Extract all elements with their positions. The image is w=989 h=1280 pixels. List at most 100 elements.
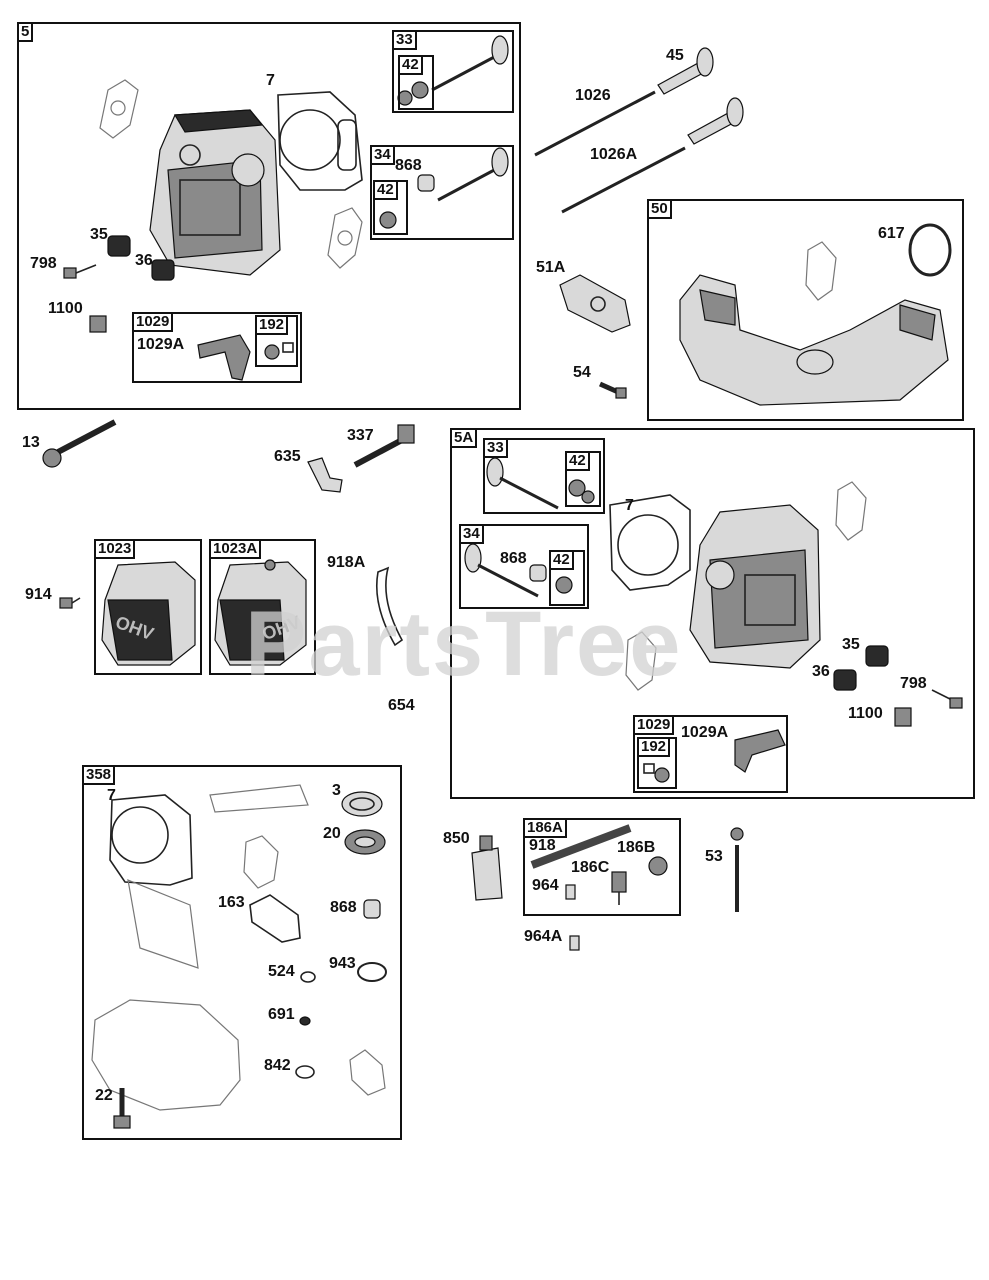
cover-gasket-large[interactable]: [127, 879, 199, 969]
callout-868b: 868: [500, 550, 527, 567]
fitting-186B[interactable]: [648, 856, 668, 876]
oring-943[interactable]: [357, 962, 387, 982]
bolt-13[interactable]: [42, 419, 117, 468]
bolt-22[interactable]: [113, 1088, 131, 1129]
box-192-tag: 192: [255, 315, 289, 335]
nut-192b[interactable]: [643, 763, 670, 783]
valve-cover-gasket[interactable]: [209, 784, 309, 813]
box-33: [392, 30, 514, 113]
box-42b-tag: 42: [373, 180, 398, 200]
gasket-small-5a[interactable]: [99, 79, 139, 139]
valve-34s[interactable]: [464, 543, 539, 598]
box-1029s: [633, 715, 788, 793]
cap-964[interactable]: [565, 884, 576, 900]
seal-868c[interactable]: [363, 899, 381, 919]
callout-35b: 35: [842, 636, 860, 653]
gasket-617[interactable]: [908, 223, 952, 277]
head-gasket-7c[interactable]: [109, 794, 193, 886]
callout-654: 654: [388, 697, 415, 714]
seal-3[interactable]: [341, 791, 383, 817]
nut-1100b[interactable]: [894, 707, 912, 727]
callout-35a: 35: [90, 226, 108, 243]
rocker-arm-1029a[interactable]: [197, 334, 251, 381]
crankcase-gasket[interactable]: [91, 999, 241, 1111]
oring-524[interactable]: [300, 971, 316, 983]
box-33-tag: 33: [392, 30, 417, 50]
valve-33s[interactable]: [486, 457, 559, 510]
hose-918[interactable]: [530, 824, 632, 869]
screw-54[interactable]: [598, 381, 627, 399]
keeper-42s[interactable]: [568, 479, 586, 497]
callout-7c: 7: [107, 787, 116, 804]
gasket-51A[interactable]: [559, 274, 631, 333]
screw-798b[interactable]: [931, 689, 963, 709]
gasket-small-50[interactable]: [805, 241, 837, 301]
valve-45[interactable]: [657, 47, 714, 95]
callout-964A: 964A: [524, 928, 563, 945]
breather-hose-918A[interactable]: [375, 566, 404, 647]
keeper-42s-b[interactable]: [581, 490, 595, 504]
fitting-186C[interactable]: [611, 871, 627, 905]
gasket-small-5b[interactable]: [327, 207, 363, 269]
valve-cover-1023[interactable]: [101, 561, 196, 666]
spring-36b[interactable]: [833, 669, 857, 691]
cylinder-head-5A[interactable]: [689, 504, 821, 669]
gasket-163[interactable]: [249, 894, 301, 943]
gasket-small-5Ab[interactable]: [625, 631, 657, 691]
keeper-42t[interactable]: [555, 576, 573, 594]
seal-20[interactable]: [344, 829, 386, 855]
pushrod-1026[interactable]: [534, 90, 656, 157]
callout-53: 53: [705, 848, 723, 865]
intake-manifold-50[interactable]: [679, 274, 949, 406]
pushrod-1026A[interactable]: [561, 146, 686, 214]
head-gasket-7[interactable]: [277, 91, 363, 191]
seal-868b[interactable]: [529, 564, 547, 582]
nut-192a[interactable]: [264, 342, 294, 360]
box-50-tag: 50: [647, 199, 672, 219]
keeper-42-ring-a[interactable]: [411, 81, 429, 99]
callout-54: 54: [573, 364, 591, 381]
callout-51A: 51A: [536, 259, 566, 276]
rocker-arm-1029b[interactable]: [734, 729, 786, 773]
sealant-tube-850[interactable]: [471, 835, 503, 901]
callout-3: 3: [332, 782, 341, 799]
seal-868a[interactable]: [417, 174, 435, 192]
head-gasket-7b[interactable]: [609, 494, 691, 591]
screw-914[interactable]: [59, 597, 81, 609]
valve-1026A-head[interactable]: [687, 97, 744, 145]
valve-34a[interactable]: [437, 147, 509, 202]
spring-36a[interactable]: [151, 259, 175, 281]
callout-163: 163: [218, 894, 245, 911]
box-5-tag: 5: [17, 22, 34, 42]
callout-36a: 36: [135, 252, 153, 269]
spring-35a[interactable]: [107, 235, 131, 257]
callout-842: 842: [264, 1057, 291, 1074]
oring-691[interactable]: [299, 1016, 311, 1026]
gasket-small-5Aa[interactable]: [835, 481, 867, 541]
box-186A: [523, 818, 681, 916]
gasket-small-358b[interactable]: [349, 1049, 386, 1096]
box-34-tag: 34: [370, 145, 395, 165]
callout-691: 691: [268, 1006, 295, 1023]
elbow-635[interactable]: [307, 457, 343, 493]
stud-53[interactable]: [730, 827, 744, 912]
box-5A-tag: 5A: [450, 428, 478, 448]
box-33s-tag: 33: [483, 438, 508, 458]
cylinder-head-5[interactable]: [149, 109, 281, 276]
keeper-42b[interactable]: [379, 211, 397, 229]
spring-35b[interactable]: [865, 645, 889, 667]
callout-186B: 186B: [617, 839, 656, 856]
callout-798a: 798: [30, 255, 57, 272]
gasket-small-358[interactable]: [243, 835, 279, 889]
callout-13: 13: [22, 434, 40, 451]
nut-1100a[interactable]: [89, 315, 107, 333]
oring-842[interactable]: [295, 1065, 315, 1079]
callout-1100a: 1100: [48, 300, 83, 317]
valve-cover-1023A[interactable]: [214, 559, 307, 666]
cap-964A[interactable]: [569, 935, 580, 951]
spark-plug-337[interactable]: [353, 424, 415, 468]
callout-22: 22: [95, 1087, 113, 1104]
valve-33a[interactable]: [431, 35, 509, 92]
screw-798a[interactable]: [63, 264, 97, 279]
